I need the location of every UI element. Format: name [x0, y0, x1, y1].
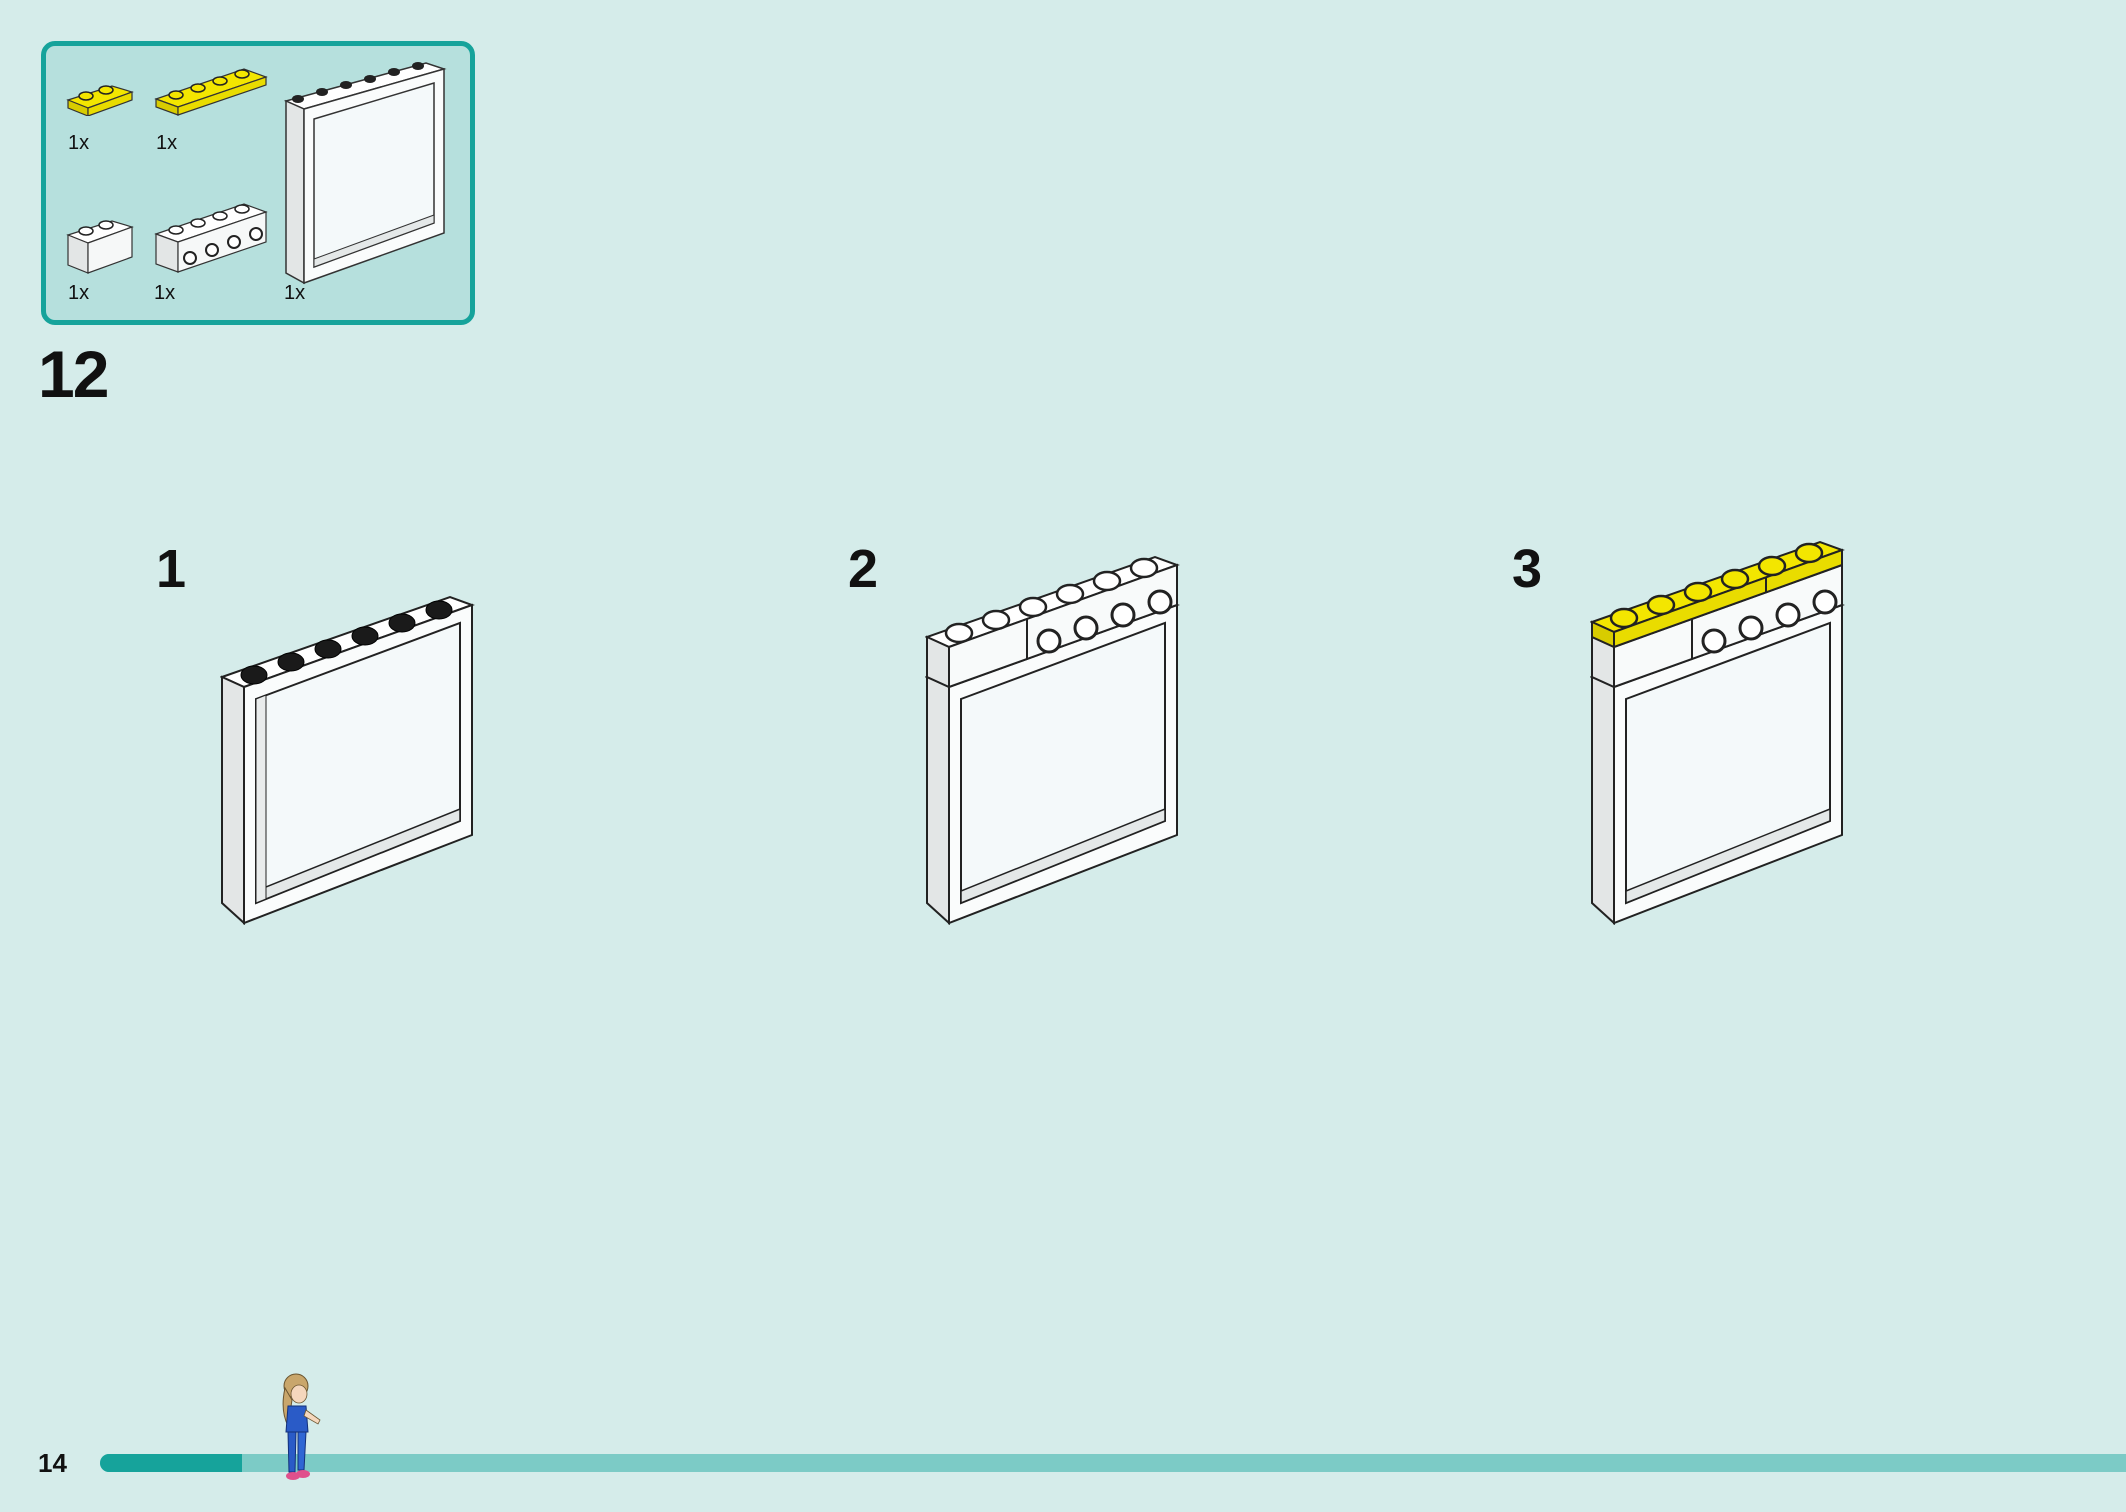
- sub-step-3-figure: [1590, 540, 1845, 925]
- quantity-label: 1x: [156, 132, 178, 154]
- page-number: 14: [38, 1448, 67, 1478]
- quantity-label: 1x: [68, 282, 90, 304]
- quantity-label: 1x: [68, 132, 90, 154]
- white-brick-1x2-icon: [66, 220, 134, 274]
- progress-bar: [100, 1454, 2126, 1472]
- step-number: 12: [38, 337, 109, 411]
- sub-step-3-label: 3: [1512, 539, 1543, 599]
- quantity-label: 1x: [284, 282, 306, 304]
- sub-step-1-label: 1: [156, 539, 187, 599]
- quantity-label: 1x: [154, 282, 176, 304]
- yellow-plate-1x4-icon: [154, 68, 268, 116]
- yellow-plate-1x2-icon: [66, 85, 134, 116]
- sub-step-2-label: 2: [848, 539, 879, 599]
- minifigure-progress-marker-icon: [282, 1373, 321, 1480]
- window-frame-icon: [284, 62, 447, 285]
- sub-step-2-figure: [925, 555, 1180, 925]
- sub-step-1-figure: [220, 595, 475, 925]
- progress-bar-fill: [100, 1454, 242, 1472]
- white-brick-1x4-side-studs-icon: [154, 203, 268, 273]
- parts-list-box: 1x 1x 1x 1x: [41, 41, 475, 325]
